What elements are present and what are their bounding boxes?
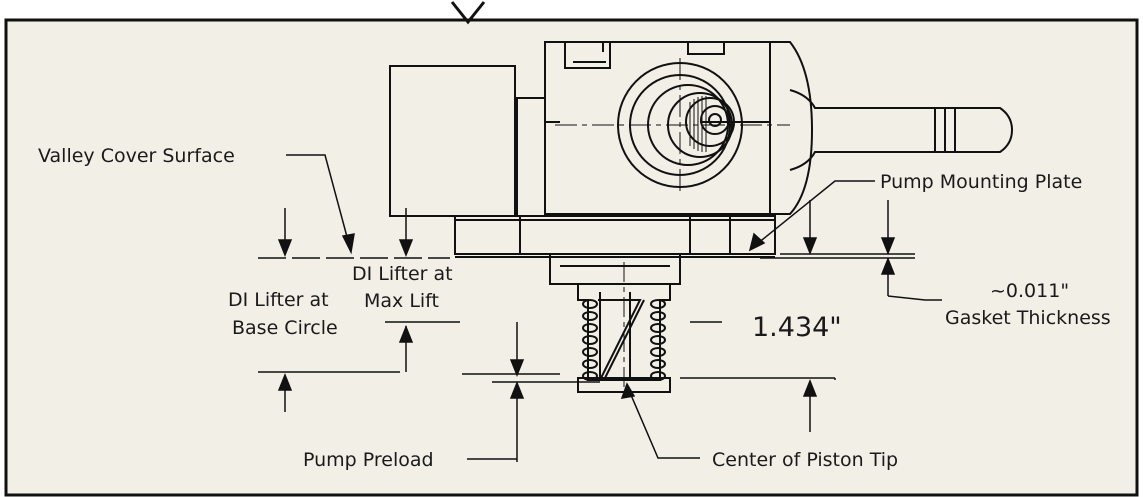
reference-lines [258,253,915,383]
dimension-arrows [277,200,896,462]
label-valley-cover-surface: Valley Cover Surface [38,145,235,167]
label-pump-preload: Pump Preload [303,449,434,471]
label-di-lifter-base-circle-2: Base Circle [232,317,338,339]
label-di-lifter-max-lift-2: Max Lift [364,290,439,312]
dimension-overall: 1.434" [752,312,842,343]
label-di-lifter-base-circle-1: DI Lifter at [228,289,329,311]
label-di-lifter-max-lift-1: DI Lifter at [352,263,453,285]
label-center-of-piston-tip: Center of Piston Tip [712,449,898,471]
sheet-notch [450,1,486,25]
label-pump-mounting-plate: Pump Mounting Plate [880,171,1082,193]
pump-body [389,41,1014,400]
leader-lines [286,154,942,460]
label-gasket-thickness: Gasket Thickness [945,307,1111,329]
label-gasket-value: ~0.011" [990,280,1069,302]
